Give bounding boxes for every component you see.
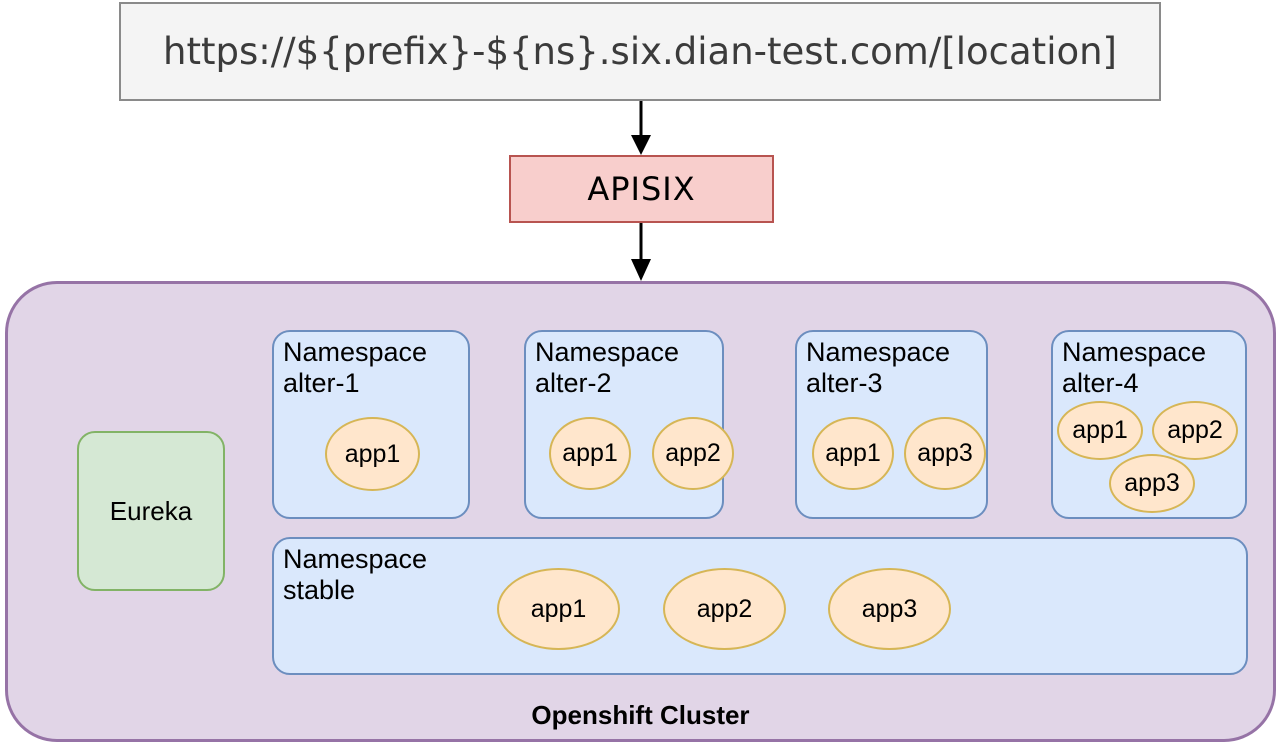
- app-node-stable-app1: app1: [497, 568, 620, 650]
- app-node-alter-4-app3: app3: [1109, 454, 1195, 513]
- app-node-alter-1-app1: app1: [325, 417, 420, 491]
- app-node-alter-2-app1: app1: [549, 417, 631, 490]
- app-node-alter-3-app1: app1: [812, 417, 894, 490]
- namespace-stable-label: Namespace stable: [283, 544, 428, 605]
- namespace-alter-2: Namespace alter-2 app1 app2: [524, 330, 734, 519]
- apisix-node: APISIX: [509, 155, 774, 223]
- app-label: app1: [562, 439, 618, 467]
- app-label: app3: [861, 594, 918, 623]
- app-label: app3: [917, 439, 973, 467]
- namespace-alter-4-label: Namespace alter-4: [1062, 337, 1207, 398]
- eureka-label: Eureka: [109, 495, 193, 526]
- namespace-alter-3-label: Namespace alter-3: [806, 337, 951, 398]
- app-label: app3: [1124, 469, 1180, 497]
- eureka-node: Eureka: [77, 431, 225, 591]
- app-label: app2: [665, 439, 721, 467]
- app-node-stable-app2: app2: [663, 568, 786, 650]
- app-node-alter-4-app2: app2: [1152, 401, 1238, 460]
- app-label: app1: [1072, 416, 1128, 444]
- app-label: app1: [530, 594, 587, 623]
- app-node-stable-app3: app3: [828, 568, 951, 650]
- namespace-alter-1-label: Namespace alter-1: [283, 337, 428, 398]
- namespace-alter-4: Namespace alter-4 app1 app2 app3: [1051, 330, 1247, 519]
- app-label: app2: [1167, 416, 1223, 444]
- app-label: app1: [825, 439, 881, 467]
- namespace-alter-1: Namespace alter-1 app1: [272, 330, 470, 519]
- namespace-alter-3: Namespace alter-3 app1 app3: [795, 330, 988, 519]
- url-text: https://${prefix}-${ns}.six.dian-test.co…: [163, 30, 1117, 73]
- app-node-alter-3-app3: app3: [904, 417, 986, 490]
- cluster-label: Openshift Cluster: [531, 700, 750, 730]
- url-box: https://${prefix}-${ns}.six.dian-test.co…: [119, 2, 1161, 101]
- app-node-alter-2-app2: app2: [652, 417, 734, 490]
- apisix-label: APISIX: [587, 170, 696, 208]
- app-label: app2: [696, 594, 753, 623]
- namespace-stable: Namespace stable app1 app2 app3: [272, 537, 1248, 675]
- app-node-alter-4-app1: app1: [1057, 401, 1143, 460]
- namespace-alter-2-label: Namespace alter-2: [535, 337, 680, 398]
- app-label: app1: [344, 439, 401, 468]
